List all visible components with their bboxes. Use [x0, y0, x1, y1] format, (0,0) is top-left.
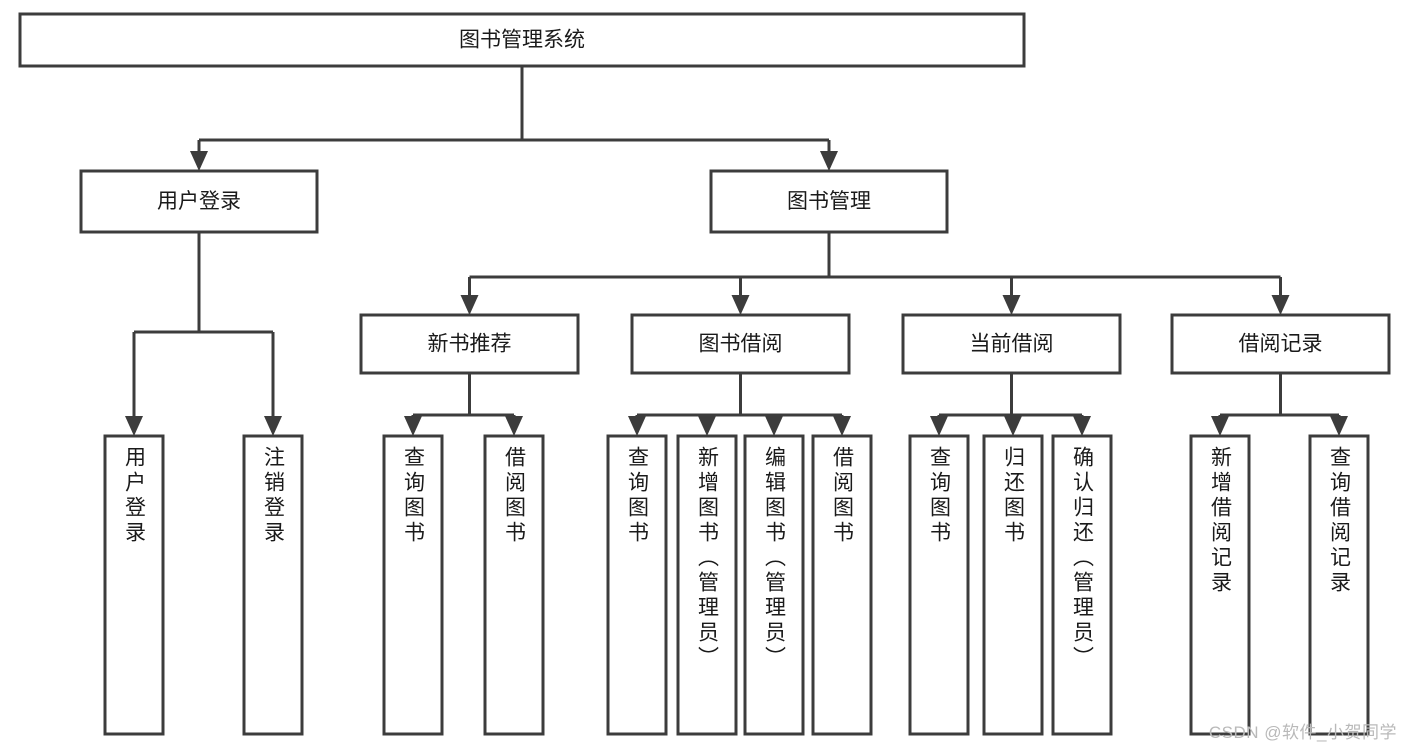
root-node-undefined[interactable]	[18, 12, 1026, 68]
arrowhead-leaf-query-record	[1330, 416, 1348, 436]
leaf-node-leaf-add-book[interactable]	[676, 434, 738, 736]
arrowhead-leaf-return-book	[1004, 416, 1022, 436]
node-rect	[606, 434, 668, 736]
node-label: 新书推荐	[428, 333, 512, 356]
node-rect	[382, 434, 444, 736]
node-rect	[79, 169, 319, 234]
leaf-node-leaf-user-logout[interactable]	[242, 434, 304, 736]
node-rect	[359, 313, 580, 375]
node-rect	[908, 434, 970, 736]
arrowhead-leaf-query-book-1	[404, 416, 422, 436]
node-rect	[483, 434, 545, 736]
leaf-node-leaf-query-book-2[interactable]	[606, 434, 668, 736]
level3-node-book-borrow[interactable]	[630, 313, 851, 375]
node-rect	[982, 434, 1044, 736]
arrowhead-leaf-user-logout	[264, 416, 282, 436]
arrowhead-leaf-add-book	[698, 416, 716, 436]
leaf-node-leaf-query-book-1[interactable]	[382, 434, 444, 736]
node-rect	[1051, 434, 1113, 736]
connector-layer	[125, 66, 1348, 436]
arrowhead-leaf-user-login	[125, 416, 143, 436]
node-label: 用户登录	[157, 190, 241, 213]
arrowhead-leaf-query-book-3	[930, 416, 948, 436]
level2-node-user-login[interactable]	[79, 169, 319, 234]
arrowhead-leaf-add-record	[1211, 416, 1229, 436]
leaf-node-leaf-query-record[interactable]	[1308, 434, 1370, 736]
arrowhead-user-login	[190, 151, 208, 171]
leaf-node-leaf-add-record[interactable]	[1189, 434, 1251, 736]
node-label: 图书借阅	[699, 333, 783, 356]
node-rect	[18, 12, 1026, 68]
node-rect	[676, 434, 738, 736]
node-rect	[630, 313, 851, 375]
arrowhead-leaf-edit-book	[765, 416, 783, 436]
node-rect	[811, 434, 873, 736]
node-rect	[103, 434, 165, 736]
arrowhead-leaf-borrow-book-1	[505, 416, 523, 436]
arrowhead-current-borrow	[1002, 295, 1021, 315]
level3-node-borrow-record[interactable]	[1170, 313, 1391, 375]
level2-node-book-manage[interactable]	[709, 169, 949, 234]
level3-node-new-book-rec[interactable]	[359, 313, 580, 375]
leaf-node-leaf-borrow-book-2[interactable]	[811, 434, 873, 736]
node-rect	[1170, 313, 1391, 375]
node-rect	[1189, 434, 1251, 736]
arrowhead-book-manage	[820, 151, 838, 171]
node-rect	[901, 313, 1122, 375]
arrowhead-new-book-rec	[460, 295, 479, 315]
level3-node-current-borrow[interactable]	[901, 313, 1122, 375]
arrowhead-leaf-confirm-return	[1073, 416, 1091, 436]
leaf-node-leaf-confirm-return[interactable]	[1051, 434, 1113, 736]
leaf-node-leaf-borrow-book-1[interactable]	[483, 434, 545, 736]
arrowhead-book-borrow	[731, 295, 750, 315]
node-label: 当前借阅	[970, 333, 1054, 356]
arrowhead-borrow-record	[1271, 295, 1290, 315]
watermark-credit: CSDN @软件_小贺同学	[1208, 723, 1397, 742]
node-label: 图书管理	[787, 190, 871, 213]
node-rect	[743, 434, 805, 736]
leaf-node-leaf-user-login[interactable]	[103, 434, 165, 736]
node-rect	[242, 434, 304, 736]
node-rect	[709, 169, 949, 234]
leaf-node-leaf-return-book[interactable]	[982, 434, 1044, 736]
node-label: 图书管理系统	[459, 29, 585, 52]
node-rect	[1308, 434, 1370, 736]
leaf-node-leaf-query-book-3[interactable]	[908, 434, 970, 736]
node-box-layer	[18, 12, 1391, 736]
arrowhead-leaf-query-book-2	[628, 416, 646, 436]
node-label: 借阅记录	[1239, 333, 1323, 356]
leaf-node-leaf-edit-book[interactable]	[743, 434, 805, 736]
arrowhead-leaf-borrow-book-2	[833, 416, 851, 436]
